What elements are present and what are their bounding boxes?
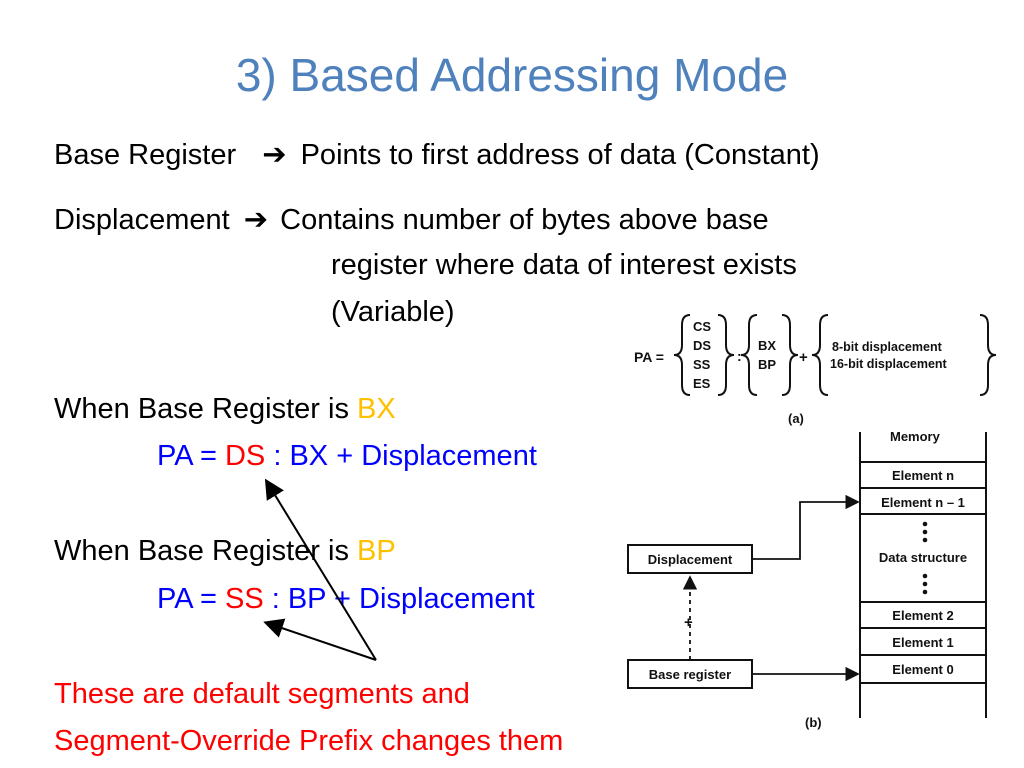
- fig-a-segment: CS: [693, 319, 711, 334]
- brace-left-icon: [811, 314, 829, 396]
- case-bx-line: When Base Register is BX: [54, 393, 396, 426]
- note-line-2: Segment-Override Prefix changes them: [54, 725, 564, 757]
- fig-b-caption: (b): [805, 715, 822, 730]
- brace-left-icon: [673, 314, 691, 396]
- case-bx-register: BX: [357, 393, 396, 425]
- fig-a-displacement: 16-bit displacement: [830, 357, 948, 371]
- brace-right-icon: [979, 314, 997, 396]
- fig-a-segment: SS: [693, 357, 711, 372]
- ellipsis-dot: [922, 529, 928, 535]
- displacement-line: Displacement ➔ Contains number of bytes …: [54, 202, 769, 237]
- base-register-definition: Points to first address of data (Constan…: [300, 139, 820, 171]
- brace-right-icon: [717, 314, 735, 396]
- case-bp-register: BP: [357, 535, 396, 567]
- displacement-pointer-arrow: [752, 494, 860, 560]
- displacement-box: [627, 544, 753, 574]
- memory-element: Element 0: [892, 662, 953, 677]
- case-bx-formula: PA = DS : BX + Displacement: [157, 440, 537, 473]
- memory-cell: [859, 487, 987, 515]
- base-register-line: Base Register ➔ Points to first address …: [54, 137, 820, 172]
- displacement-definition-1: Contains number of bytes above base: [280, 204, 769, 236]
- right-arrow-icon: ➔: [262, 139, 287, 171]
- memory-cell: [859, 461, 987, 489]
- formula-pa: PA =: [157, 583, 225, 615]
- memory-element: Element 1: [892, 635, 953, 650]
- formula-segment-ds: DS: [224, 440, 266, 472]
- memory-cell: [859, 654, 987, 684]
- memory-element: Element n – 1: [881, 495, 965, 510]
- note-line-1: These are default segments and: [54, 678, 470, 710]
- pointer-arrow-ss: [263, 618, 377, 661]
- case-bx-prefix: When Base Register is: [54, 393, 358, 425]
- ellipsis-dot: [922, 521, 928, 527]
- memory-label: Memory: [890, 429, 941, 444]
- fig-a-colon: :: [737, 348, 742, 364]
- displacement-definition-3: (Variable): [331, 296, 455, 328]
- memory-element: Data structure: [879, 550, 967, 565]
- fig-a-segment: ES: [693, 376, 711, 391]
- base-register-box: [627, 659, 753, 689]
- fig-a-displacement: 8-bit displacement: [832, 340, 943, 354]
- brace-left-icon: [740, 314, 758, 396]
- ellipsis-dot: [922, 573, 928, 579]
- pointer-arrow-ds: [264, 478, 377, 661]
- case-bp-prefix: When Base Register is: [54, 535, 358, 567]
- fig-a-base: BX: [758, 338, 776, 353]
- fig-a-plus: +: [799, 349, 808, 366]
- case-bp-formula: PA = SS : BP + Displacement: [157, 583, 535, 616]
- memory-element: Element 2: [892, 608, 953, 623]
- memory-cell: [859, 601, 987, 629]
- displacement-definition-2: register where data of interest exists: [331, 249, 797, 281]
- slide-title: 3) Based Addressing Mode: [235, 49, 789, 101]
- fig-a-caption: (a): [788, 411, 804, 426]
- formula-segment-ss: SS: [224, 583, 264, 615]
- brace-right-icon: [781, 314, 799, 396]
- displacement-box-label: Displacement: [648, 552, 733, 567]
- ellipsis-dot: [922, 589, 928, 595]
- formula-rest: : BP + Displacement: [263, 583, 535, 615]
- fig-a-base: BP: [758, 357, 776, 372]
- case-bp-line: When Base Register is BP: [54, 535, 396, 568]
- displacement-term: Displacement: [54, 204, 230, 236]
- fig-a-segment: DS: [693, 338, 711, 353]
- memory-element: Element n: [892, 468, 954, 483]
- fig-b-plus: +: [684, 614, 693, 631]
- base-register-term: Base Register: [54, 139, 237, 171]
- ellipsis-dot: [922, 581, 928, 587]
- fig-a-pa-label: PA =: [634, 349, 664, 365]
- formula-rest: : BX + Displacement: [265, 440, 537, 472]
- right-arrow-icon: ➔: [243, 204, 269, 236]
- ellipsis-dot: [922, 537, 928, 543]
- formula-pa: PA =: [157, 440, 225, 472]
- base-register-box-label: Base register: [649, 667, 731, 682]
